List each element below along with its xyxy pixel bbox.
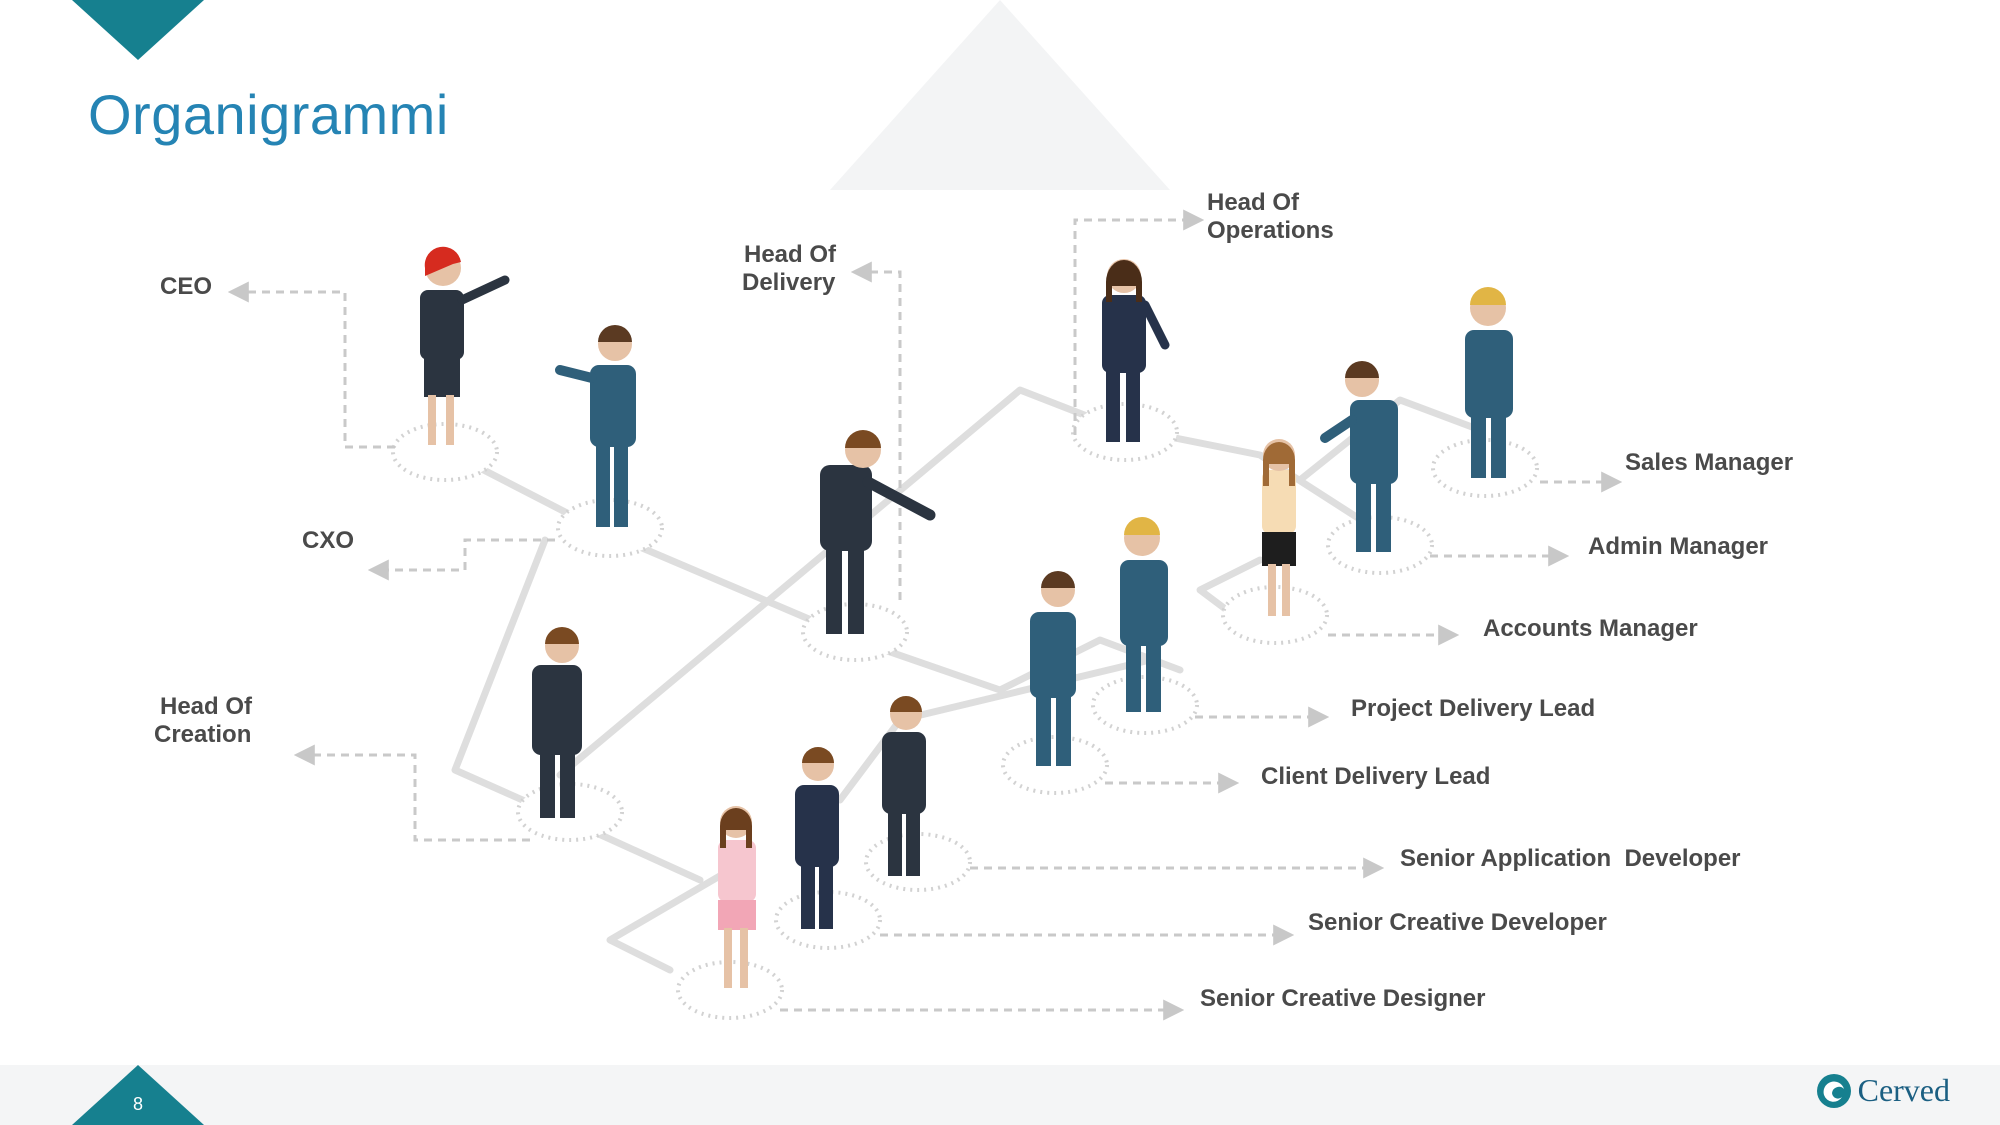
label-senior-application-developer: Senior Application Developer — [1400, 845, 1741, 872]
person-client-delivery-lead — [1030, 571, 1076, 766]
label-senior-creative-developer: Senior Creative Developer — [1308, 909, 1607, 936]
top-accent-triangle — [72, 0, 204, 60]
label-head-of-delivery-line2: Delivery — [742, 269, 836, 296]
label-head-of-creation-line1: Head Of — [160, 693, 253, 720]
label-head-of-creation-line2: Creation — [154, 721, 251, 748]
footer-accent-triangle — [72, 1065, 204, 1125]
person-head-of-creation — [532, 627, 582, 818]
slide-title: Organigrammi — [88, 83, 449, 146]
logo-text: Cerved — [1857, 1072, 1950, 1108]
company-logo: Cerved — [1816, 1072, 1950, 1109]
person-head-of-operations — [1102, 259, 1170, 442]
person-senior-creative-developer — [795, 747, 839, 929]
person-accounts-manager — [1262, 439, 1296, 616]
person-senior-application-developer — [882, 696, 926, 876]
page-number: 8 — [132, 1094, 143, 1114]
person-cxo — [555, 325, 636, 527]
person-head-of-delivery — [820, 430, 936, 634]
footer-band — [0, 1065, 2000, 1125]
connectors — [227, 209, 1623, 1021]
label-project-delivery-lead: Project Delivery Lead — [1351, 695, 1595, 722]
label-cxo: CXO — [302, 527, 354, 554]
label-head-of-delivery-line1: Head Of — [744, 241, 837, 268]
label-head-of-operations-line1: Head Of — [1207, 189, 1300, 216]
label-senior-creative-designer: Senior Creative Designer — [1200, 985, 1485, 1012]
person-sales-manager — [1465, 287, 1513, 478]
label-ceo: CEO — [160, 273, 212, 300]
label-sales-manager: Sales Manager — [1625, 449, 1793, 476]
person-admin-manager — [1320, 361, 1398, 552]
label-head-of-operations-line2: Operations — [1207, 217, 1334, 244]
label-client-delivery-lead: Client Delivery Lead — [1261, 763, 1490, 790]
label-accounts-manager: Accounts Manager — [1483, 615, 1698, 642]
cerved-logo-icon — [1816, 1073, 1851, 1108]
background-triangle — [830, 0, 1170, 190]
label-admin-manager: Admin Manager — [1588, 533, 1768, 560]
person-project-delivery-lead — [1120, 517, 1168, 712]
person-ceo — [420, 246, 510, 445]
person-senior-creative-designer — [718, 806, 756, 988]
